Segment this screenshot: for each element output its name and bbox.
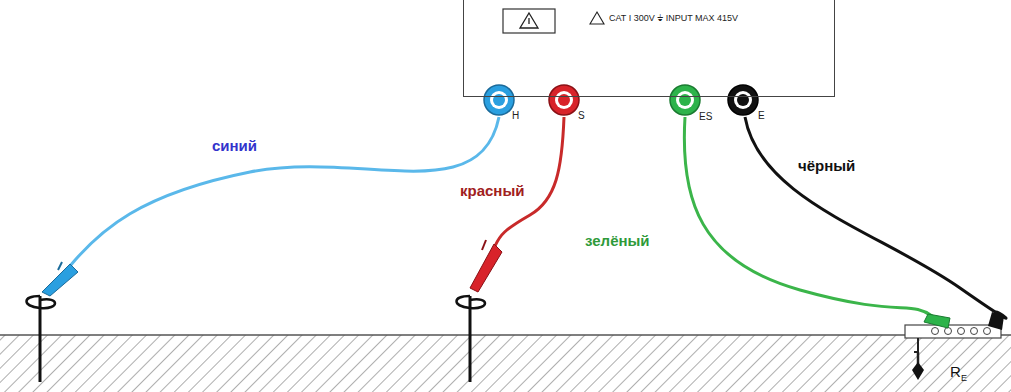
wire-color-label: красный [460,183,524,200]
blue-wire [70,117,499,266]
terminal-name: ES [699,111,712,122]
green-wire [684,117,932,316]
wire-color-label: синий [212,138,257,155]
ground-hatch [0,335,1011,392]
terminal-es [670,85,700,115]
earth-stake [39,296,42,382]
warning-triangle [520,13,538,28]
resistance-symbol: R [950,364,961,381]
crocodile-clip [42,264,78,296]
resistance-subscript: E [961,374,967,384]
earth-electrode [914,338,918,352]
terminal-name: E [758,110,765,121]
terminal-name: H [512,110,519,121]
tester-panel: CAT I 300V ⏚ INPUT MAX 415V [463,0,835,97]
crocodile-clip [988,312,1004,330]
ground-line [0,334,1011,336]
terminal-h [484,85,514,115]
wire-color-label: чёрный [798,158,855,175]
wire-color-label: зелёный [585,233,650,250]
terminal-e [728,85,758,115]
red-wire [495,117,564,246]
terminal-strip [905,325,1001,338]
crocodile-clip [924,314,950,328]
black-wire [745,117,1006,318]
electrode-tip [912,362,924,380]
warning-box [503,9,555,33]
terminal-name: S [578,110,585,121]
panel-rating-text: CAT I 300V ⏚ INPUT MAX 415V [609,14,738,24]
crocodile-clip [470,244,502,292]
warning-triangle [590,12,604,24]
terminal-s [549,85,579,115]
earth-stake [469,296,472,382]
